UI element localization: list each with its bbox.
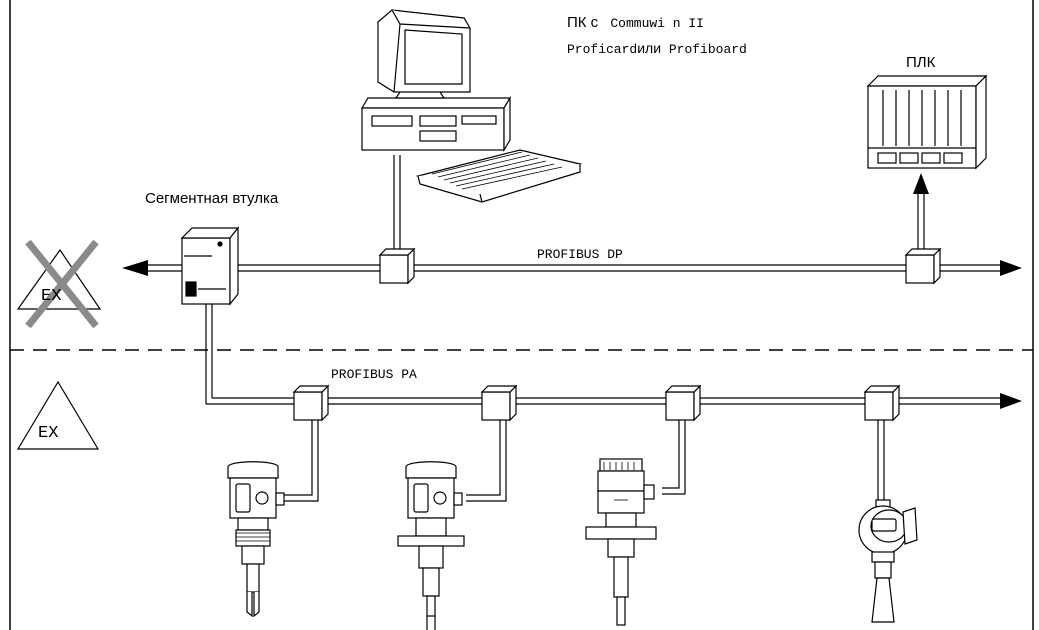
profibus-dp-label: PROFIBUS DP [537, 247, 623, 262]
ex-label-bottom: EX [38, 424, 59, 443]
pc-caption-or: или [637, 40, 662, 56]
dp-right-arrow [1000, 260, 1022, 276]
dp-junction-box-pc [378, 247, 416, 285]
plc-drop-cable [917, 192, 925, 258]
dp-left-arrow [122, 260, 148, 276]
pc-caption-software: Commuwi n II [610, 16, 704, 31]
pc-caption-proficard: Proficard [567, 42, 638, 57]
pa-junction-box-2 [480, 384, 518, 422]
dp-junction-box-plc [904, 247, 942, 285]
profibus-dp-bus [145, 264, 1005, 272]
field-device-level-transmitter [585, 458, 657, 626]
field-device-level-switch-2 [397, 461, 465, 630]
plc-label: ПЛК [906, 54, 936, 71]
ex-zone-symbol [16, 380, 100, 450]
pc-caption-pk: ПК с [567, 14, 599, 31]
ex-label-top: EX [41, 287, 62, 306]
frame [9, 0, 1034, 630]
plc-icon [866, 74, 988, 170]
pc-drop-cable [393, 155, 401, 262]
pc-caption-profiboard: Profiboard [668, 42, 747, 57]
segment-coupler-icon [180, 226, 240, 306]
pc-workstation-icon [360, 9, 583, 203]
field-device-pressure-transmitter [858, 499, 918, 623]
segment-coupler-label: Сегментная втулка [145, 190, 279, 207]
device-3-head-ribs [603, 462, 635, 501]
keyboard-keys [431, 151, 563, 190]
pc-caption-line2-label: Proficardили Profiboard [567, 40, 747, 57]
plc-up-arrow [913, 173, 929, 194]
profibus-pa-label: PROFIBUS PA [331, 367, 417, 382]
non-ex-zone-symbol [16, 239, 102, 329]
pa-right-arrow [1000, 393, 1022, 409]
pa-junction-box-3 [664, 384, 702, 422]
pc-caption-line1-label: ПК с Commuwi n II [567, 14, 704, 31]
pa-junction-box-4 [863, 384, 901, 422]
pa-junction-box-1 [292, 384, 330, 422]
field-device-level-switch-1 [227, 461, 285, 618]
pa-drop-cables [283, 420, 885, 502]
device-1-thread [236, 532, 270, 542]
